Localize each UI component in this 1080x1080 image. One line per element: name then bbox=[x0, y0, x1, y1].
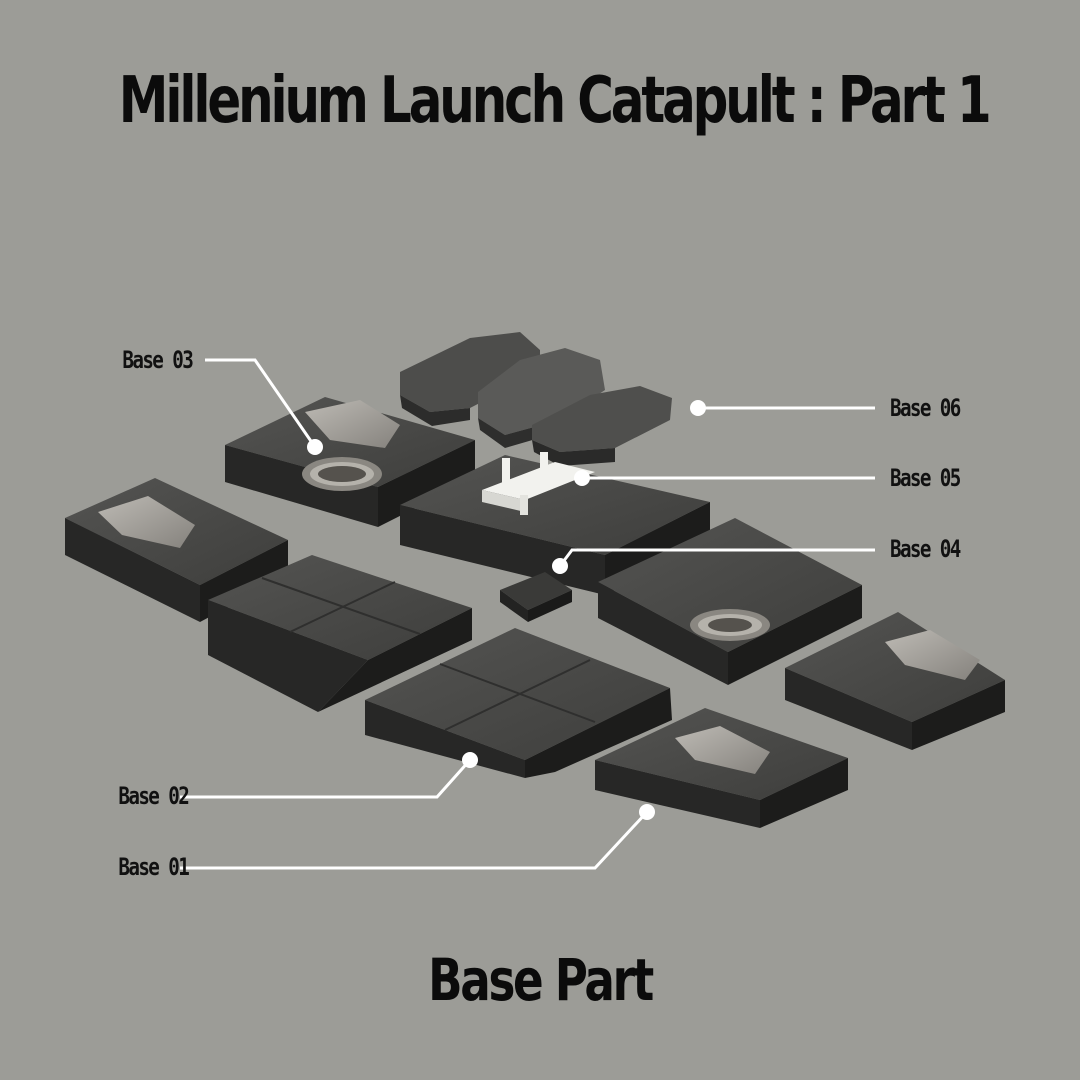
leader-dot-base-02 bbox=[462, 752, 478, 768]
part-base-01 bbox=[595, 708, 848, 828]
leader-dot-base-04 bbox=[552, 558, 568, 574]
part-base-04 bbox=[500, 572, 572, 622]
leader-dot-base-03 bbox=[307, 439, 323, 455]
label-base-06: Base 06 bbox=[890, 394, 961, 422]
part-right-small-block bbox=[785, 612, 1005, 750]
leader-dot-base-06 bbox=[690, 400, 706, 416]
page-title: Millenium Launch Catapult : Part 1 bbox=[118, 64, 992, 138]
page-subtitle: Base Part bbox=[428, 946, 654, 1014]
leader-line-base-02 bbox=[180, 759, 472, 799]
leader-line-base-03 bbox=[205, 358, 317, 448]
label-base-01: Base 01 bbox=[118, 853, 189, 881]
part-base-02 bbox=[365, 628, 672, 778]
label-base-03: Base 03 bbox=[122, 346, 193, 374]
leader-dot-base-05 bbox=[574, 470, 590, 486]
leader-line-base-01 bbox=[180, 810, 649, 870]
label-base-05: Base 05 bbox=[890, 464, 961, 492]
leader-dots bbox=[307, 400, 706, 820]
part-base-03 bbox=[225, 397, 475, 527]
label-base-04: Base 04 bbox=[890, 535, 961, 563]
part-mid-left-block bbox=[208, 555, 472, 712]
part-base-06 bbox=[400, 332, 672, 466]
leader-dot-base-01 bbox=[639, 804, 655, 820]
label-base-02: Base 02 bbox=[118, 782, 189, 810]
